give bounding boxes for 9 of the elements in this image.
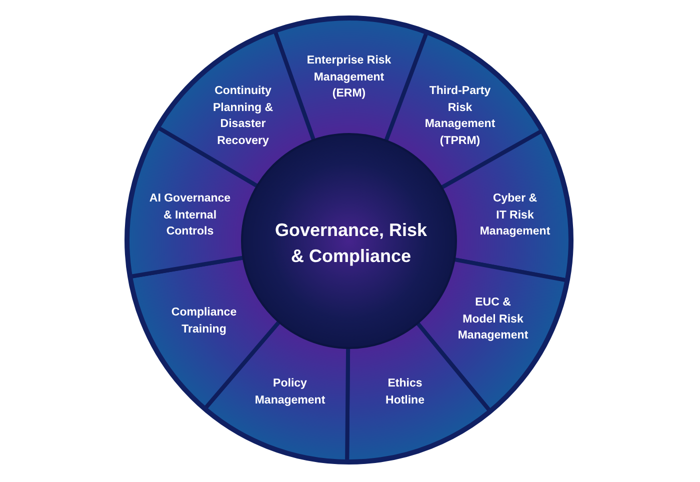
center-title: Governance, Risk & Compliance [274, 219, 428, 268]
segment-label: Policy Management [254, 376, 326, 408]
segment-label: Continuity Planning & Disaster Recovery [212, 83, 274, 149]
segment-label: Third-Party Risk Management (TPRM) [424, 83, 496, 149]
segment-label: AI Governance & Internal Controls [149, 190, 231, 240]
segment-label: EUC & Model Risk Management [458, 294, 528, 344]
segment-label: Cyber & IT Risk Management [480, 190, 550, 240]
segment-label: Ethics Hotline [386, 376, 424, 408]
segment-label: Compliance Training [171, 304, 237, 338]
